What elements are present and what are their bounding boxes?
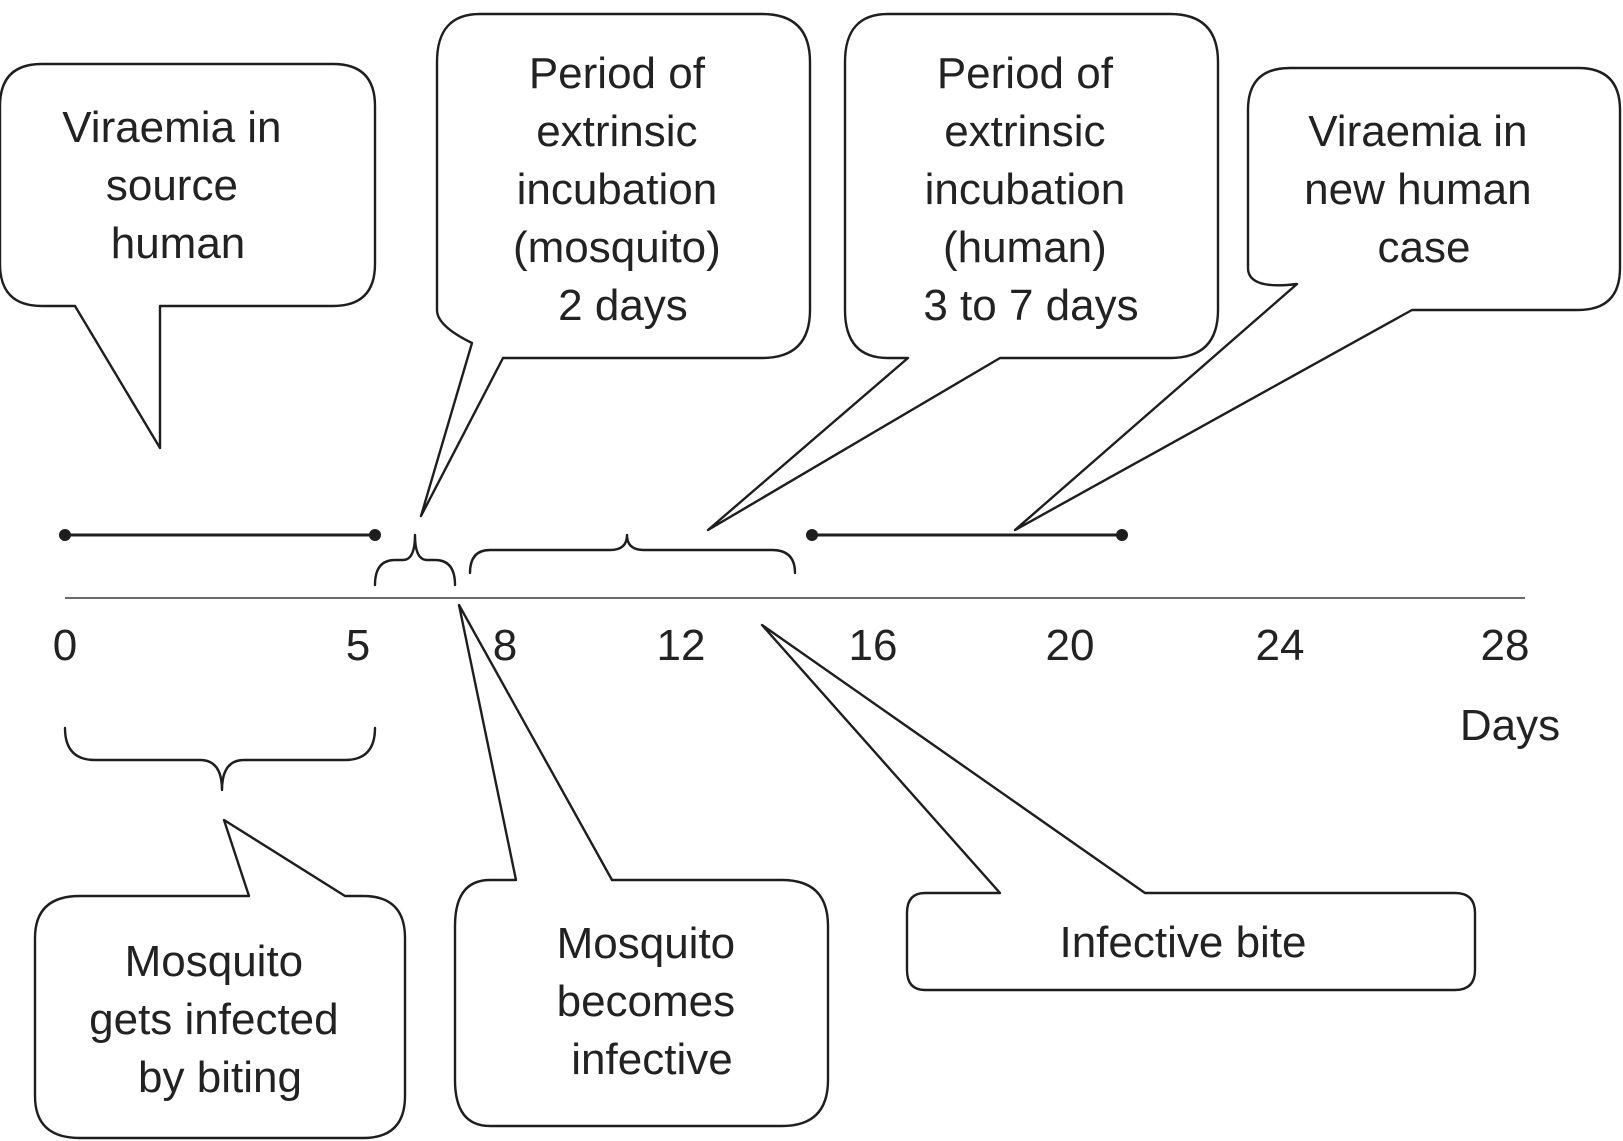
viraemia-new-bar	[806, 529, 1128, 541]
tick-label-24: 24	[1256, 621, 1305, 670]
tick-label-12: 12	[657, 621, 706, 670]
callout-extrinsic-mosquito-bubble	[419, 12, 812, 518]
callout-mosquito-infected-bubble	[33, 818, 407, 1140]
callout-viraemia-new-text: Viraemia in new human case	[1304, 107, 1544, 272]
callout-mosquito-infected: Mosquito gets infected by biting	[33, 818, 407, 1140]
viraemia-source-bar	[59, 529, 381, 541]
tick-label-8: 8	[493, 621, 517, 670]
brace-mosquito-incubation	[373, 533, 457, 587]
brace-mosquito-infected	[63, 726, 377, 792]
tick-label-20: 20	[1046, 621, 1095, 670]
tick-label-28: 28	[1481, 621, 1530, 670]
callout-mosquito-infected-text: Mosquito gets infected by biting	[89, 937, 351, 1102]
tick-label-5: 5	[346, 621, 370, 670]
callout-infective-bite-bubble	[760, 623, 1477, 992]
brace-human-incubation	[468, 533, 797, 575]
callout-extrinsic-human: Period of extrinsic incubation (human) 3…	[706, 12, 1220, 532]
axis-unit-label: Days	[1460, 701, 1560, 750]
callout-extrinsic-human-bubble	[706, 12, 1220, 532]
callout-viraemia-new: Viraemia in new human case	[1013, 66, 1622, 532]
callout-mosquito-infective: Mosquito becomes infective	[453, 603, 830, 1128]
callout-extrinsic-human-text: Period of extrinsic incubation (human) 3…	[923, 49, 1138, 330]
callout-viraemia-source: Viraemia in source human	[0, 62, 377, 450]
callout-viraemia-source-text: Viraemia in source human	[62, 103, 294, 268]
callout-infective-bite: Infective bite	[760, 623, 1477, 992]
callout-extrinsic-mosquito: Period of extrinsic incubation (mosquito…	[419, 12, 812, 518]
callout-extrinsic-mosquito-text: Period of extrinsic incubation (mosquito…	[513, 49, 733, 330]
callout-mosquito-infective-text: Mosquito becomes infective	[557, 919, 748, 1084]
callout-viraemia-new-bubble	[1013, 66, 1622, 532]
tick-label-16: 16	[849, 621, 898, 670]
callout-viraemia-source-bubble	[0, 62, 377, 450]
tick-label-0: 0	[53, 621, 77, 670]
callout-infective-bite-text: Infective bite	[1059, 918, 1306, 967]
callout-mosquito-infective-bubble	[453, 603, 830, 1128]
